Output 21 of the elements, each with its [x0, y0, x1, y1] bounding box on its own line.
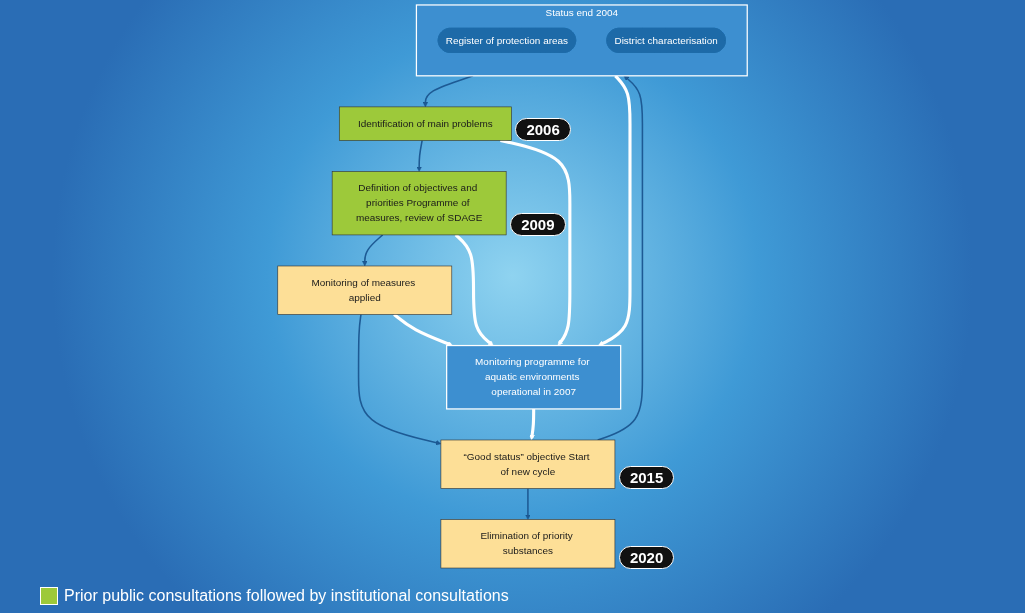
arrow: [525, 487, 531, 520]
legend-text: Prior public consultations followed by institutional consultations: [64, 587, 509, 605]
node-box: Identification of main problems: [339, 106, 512, 141]
arrow: [500, 138, 572, 346]
node-box: “Good status” objective Start of new cycle: [440, 439, 616, 489]
arrow: [529, 408, 536, 441]
year-badge: 2015: [618, 466, 675, 490]
year-badge: 2020: [618, 546, 675, 569]
arrow: [598, 74, 632, 346]
node-box: Monitoring of measures applied: [277, 265, 453, 315]
node-box: Definition of objectives and priorities Programme of measures, review of SDAGE: [331, 171, 507, 236]
arrow: [393, 313, 453, 347]
arrow: [362, 234, 384, 267]
arrow: [422, 75, 474, 108]
arrow: [357, 313, 442, 446]
node-box: Monitoring programme for aquatic environments operational in 2007: [446, 344, 622, 410]
year-badge: 2006: [515, 118, 571, 142]
arrow: [454, 233, 494, 346]
arrow: [416, 139, 423, 172]
year-badge: 2009: [510, 212, 566, 236]
node-box: Elimination of priority substances: [440, 519, 616, 569]
